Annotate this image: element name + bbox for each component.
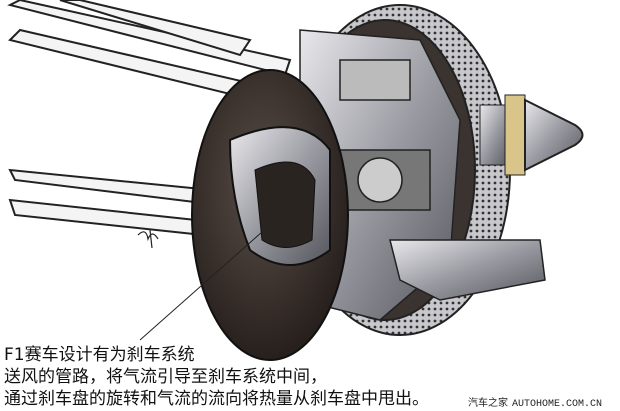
watermark: 汽车之家 AUTOHOME.COM.CN [468,394,602,410]
caption-line-1: F1赛车设计有为刹车系统 [4,345,195,365]
watermark-brand: 汽车之家 [468,398,508,409]
leader-line [139,231,263,341]
caption-line-3: 通过刹车盘的旋转和气流的流向将热量从刹车盘中甩出。 [4,389,429,409]
artist-signature [137,229,159,249]
watermark-site: AUTOHOME.COM.CN [512,399,603,410]
wheel-nut [479,94,584,176]
caption-line-2: 送风的管路，将气流引导至刹车系统中间， [4,367,327,387]
